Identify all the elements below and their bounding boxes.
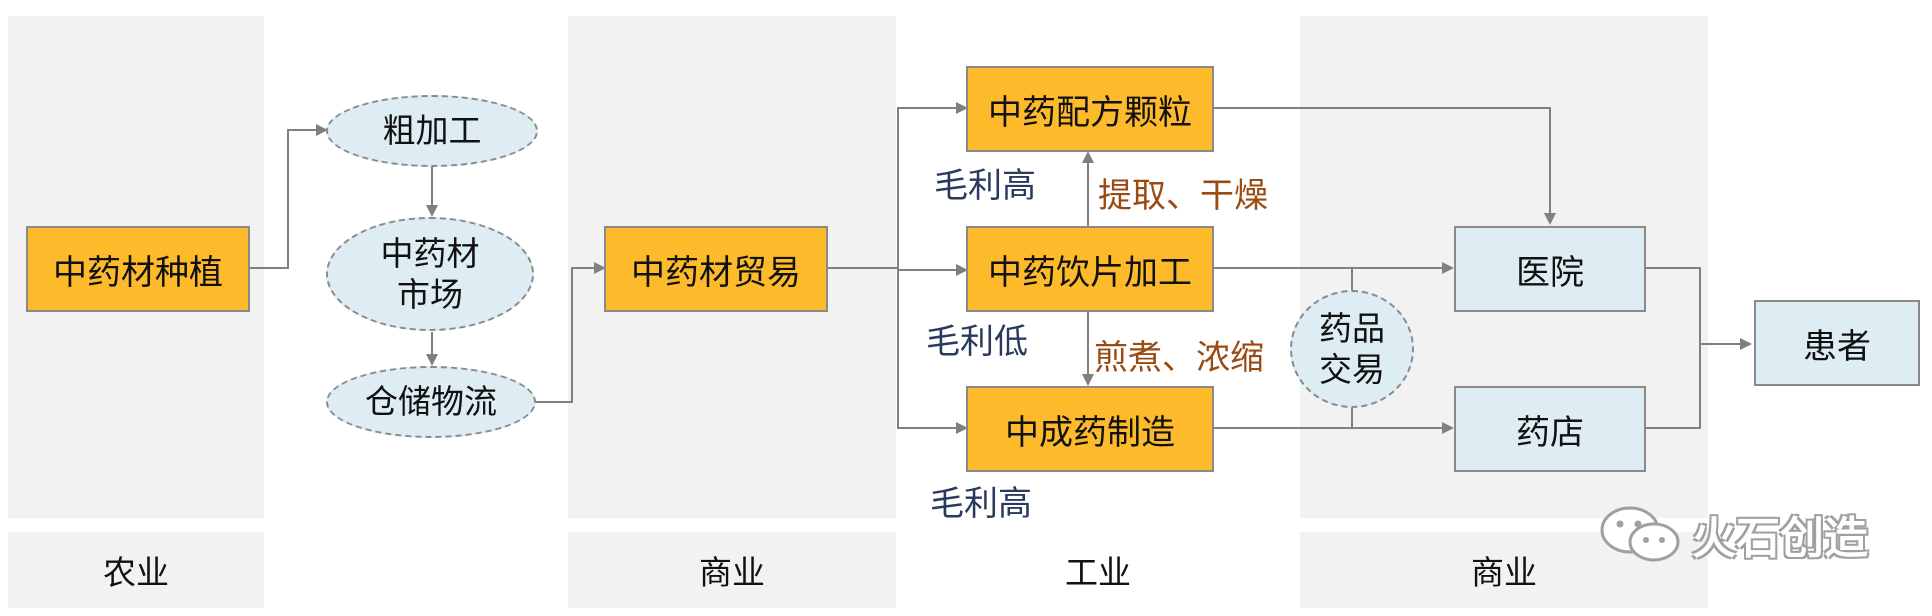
process-label-decoct-concentrate: 煎煮、浓缩 (1094, 339, 1264, 377)
node-patient: 患者 (1754, 300, 1920, 386)
node-decoction-pieces: 中药饮片加工 (966, 226, 1214, 312)
wechat-icon (1600, 506, 1680, 562)
node-herb-market: 中药材 市场 (326, 217, 534, 331)
sector-label-agriculture: 农业 (8, 532, 264, 608)
node-patent-medicine: 中成药制造 (966, 386, 1214, 472)
node-hospital: 医院 (1454, 226, 1646, 312)
watermark: 火石创造 (1598, 502, 1868, 566)
node-pharmacy: 药店 (1454, 386, 1646, 472)
margin-label-pieces: 毛利低 (926, 323, 1028, 361)
node-storage-logistics: 仓储物流 (326, 366, 536, 438)
herb-market-label: 中药材 市场 (380, 234, 480, 313)
edge-hospital-to-merge (1646, 267, 1701, 429)
node-formula-granules: 中药配方颗粒 (966, 66, 1214, 152)
margin-label-granules: 毛利高 (934, 167, 1036, 205)
edge-storage-to-trade (536, 262, 606, 403)
drug-trade-label: 药品 交易 (1319, 309, 1385, 388)
sector-label-commerce-1: 商业 (568, 532, 896, 608)
node-herb-trade: 中药材贸易 (604, 226, 828, 312)
edge-to-patent (897, 268, 968, 434)
edge-planting-to-rough (250, 124, 328, 269)
process-label-extract-dry: 提取、干燥 (1098, 177, 1268, 215)
edge-granules-to-hospital (1214, 107, 1556, 225)
margin-label-patent: 毛利高 (930, 485, 1032, 523)
sector-label-industry: 工业 (1065, 554, 1131, 591)
edge-to-granules (897, 102, 968, 268)
node-drug-trade: 药品 交易 (1290, 290, 1414, 408)
node-rough-processing: 粗加工 (326, 95, 538, 167)
watermark-text: 火石创造 (1692, 514, 1868, 563)
node-herb-planting: 中药材种植 (26, 226, 250, 312)
